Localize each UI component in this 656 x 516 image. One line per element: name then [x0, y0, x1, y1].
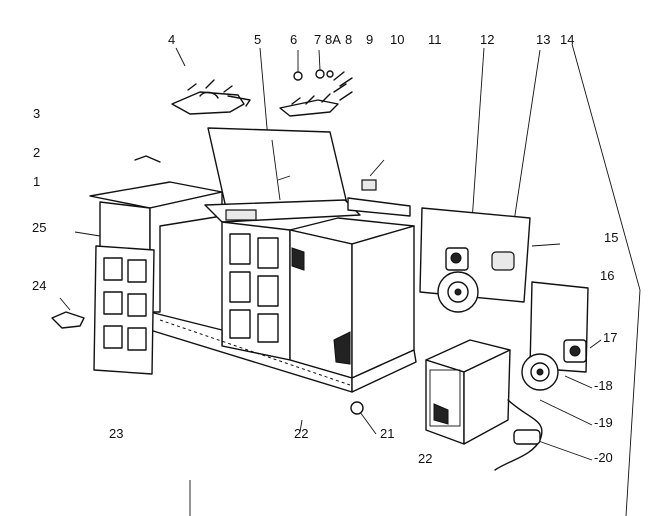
callout-19: -19 [594, 415, 613, 430]
callout-7: 7 [314, 32, 321, 47]
callout-6: 6 [290, 32, 297, 47]
callout-13: 13 [536, 32, 550, 47]
cabinet-lid [207, 127, 349, 209]
callout-16: 16 [600, 268, 614, 283]
door-grille [229, 233, 279, 343]
callout-12: 12 [480, 32, 494, 47]
callout-21: 21 [380, 426, 394, 441]
callout-1: 1 [33, 174, 40, 189]
callout-14: 14 [560, 32, 574, 47]
callout-8a: 8A [325, 32, 341, 47]
callout-11: 11 [428, 32, 442, 47]
speaker-board [419, 207, 531, 313]
callout-labels: 4 5 6 7 8A 8 9 10 11 12 13 14 3 2 1 25 2… [32, 32, 618, 466]
callout-10: 10 [390, 32, 404, 47]
callout-9: 9 [366, 32, 373, 47]
rear-panel [347, 159, 411, 217]
callout-25: 25 [32, 220, 46, 235]
callout-15: 15 [604, 230, 618, 245]
callout-2: 2 [33, 145, 40, 160]
grille-panel [93, 245, 155, 375]
callout-22-speaker: 22 [418, 451, 432, 466]
callout-3: 3 [33, 106, 40, 121]
speaker-box [425, 339, 543, 471]
speaker-assembly [521, 281, 589, 391]
callout-24: 24 [32, 278, 46, 293]
callout-18: -18 [594, 378, 613, 393]
plug-part [51, 297, 85, 329]
callout-5: 5 [254, 32, 261, 47]
callout-8: 8 [345, 32, 352, 47]
callout-22-cabinet: 22 [294, 426, 308, 441]
callout-20: -20 [594, 450, 613, 465]
callout-23: 23 [109, 426, 123, 441]
callout-17: 17 [603, 330, 617, 345]
callout-4: 4 [168, 32, 175, 47]
